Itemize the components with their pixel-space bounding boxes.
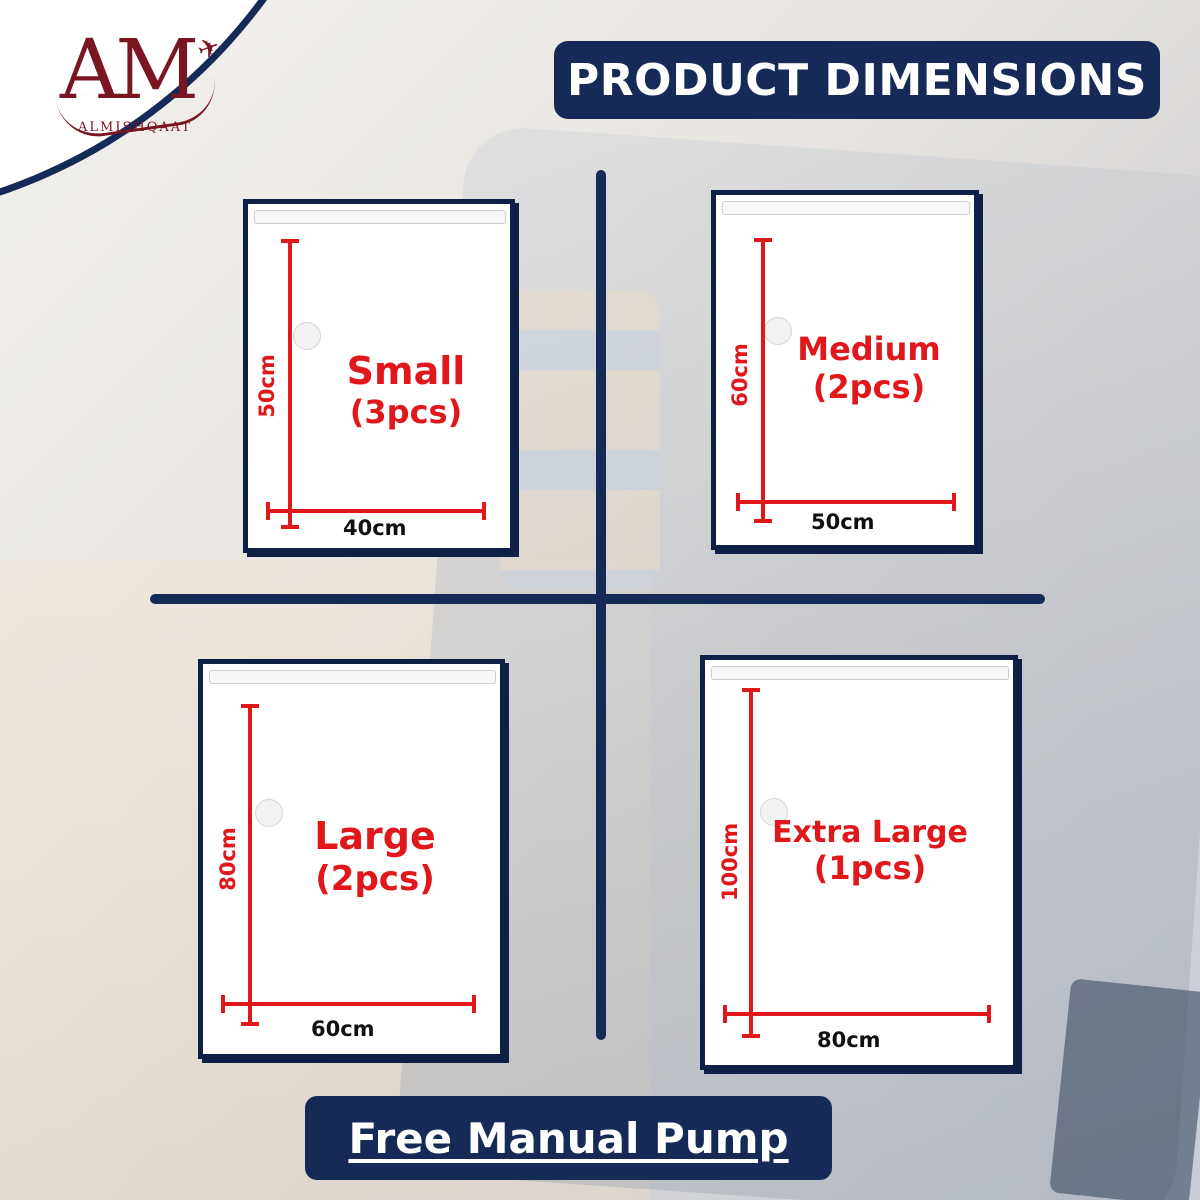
bag-count: (2pcs) bbox=[812, 367, 926, 406]
page-title: PRODUCT DIMENSIONS bbox=[554, 41, 1160, 119]
bag-extra-large: 100cm 80cm Extra Large (1pcs) bbox=[700, 655, 1018, 1070]
bag-label: Small (3pcs) bbox=[306, 349, 506, 432]
zip-strip bbox=[209, 670, 496, 684]
background-passport bbox=[1049, 978, 1200, 1200]
height-line bbox=[281, 239, 299, 529]
free-pump-banner: Free Manual Pump bbox=[305, 1096, 832, 1180]
bag-label: Extra Large (1pcs) bbox=[755, 815, 985, 888]
height-dimension: 100cm bbox=[718, 822, 742, 902]
zip-strip bbox=[722, 201, 970, 215]
logo-mark: AM bbox=[60, 23, 199, 118]
width-line bbox=[221, 995, 476, 1013]
height-line bbox=[742, 688, 760, 1038]
height-dimension: 60cm bbox=[728, 343, 752, 407]
bag-label: Large (2pcs) bbox=[265, 814, 485, 899]
bag-large: 80cm 60cm Large (2pcs) bbox=[198, 659, 505, 1059]
brand-name: ALMISHQAAT bbox=[78, 120, 193, 135]
bag-size: Extra Large bbox=[772, 815, 968, 850]
free-pump-label: Free Manual Pump bbox=[348, 1113, 789, 1163]
bag-small: 50cm 40cm Small (3pcs) bbox=[243, 199, 515, 553]
bag-size: Small bbox=[346, 349, 466, 393]
valve-icon bbox=[255, 799, 283, 827]
bag-size: Medium bbox=[797, 330, 941, 368]
valve-icon bbox=[760, 798, 788, 826]
width-dimension: 50cm bbox=[811, 510, 875, 534]
bag-count: (1pcs) bbox=[813, 849, 927, 888]
height-dimension: 80cm bbox=[216, 827, 240, 891]
width-line bbox=[266, 502, 486, 520]
bag-count: (2pcs) bbox=[315, 858, 435, 899]
valve-icon bbox=[293, 322, 321, 350]
width-dimension: 40cm bbox=[343, 516, 407, 540]
horizontal-divider bbox=[150, 594, 1045, 604]
bag-count: (3pcs) bbox=[349, 392, 463, 431]
bag-medium: 60cm 50cm Medium (2pcs) bbox=[711, 190, 979, 550]
zip-strip bbox=[254, 210, 506, 224]
height-line bbox=[241, 704, 259, 1026]
brand-logo: AM ✈ ALMISHQAAT bbox=[55, 23, 238, 142]
bag-size: Large bbox=[314, 814, 436, 858]
width-line bbox=[723, 1005, 991, 1023]
height-line bbox=[754, 238, 772, 523]
width-dimension: 60cm bbox=[311, 1017, 375, 1041]
width-dimension: 80cm bbox=[817, 1028, 881, 1052]
height-dimension: 50cm bbox=[255, 354, 279, 418]
zip-strip bbox=[711, 666, 1009, 680]
valve-icon bbox=[764, 317, 792, 345]
airplane-icon: ✈ bbox=[193, 31, 225, 67]
vertical-divider bbox=[596, 170, 606, 1040]
background-folded-clothes bbox=[500, 290, 660, 590]
width-line bbox=[736, 493, 956, 511]
bag-label: Medium (2pcs) bbox=[764, 330, 974, 407]
